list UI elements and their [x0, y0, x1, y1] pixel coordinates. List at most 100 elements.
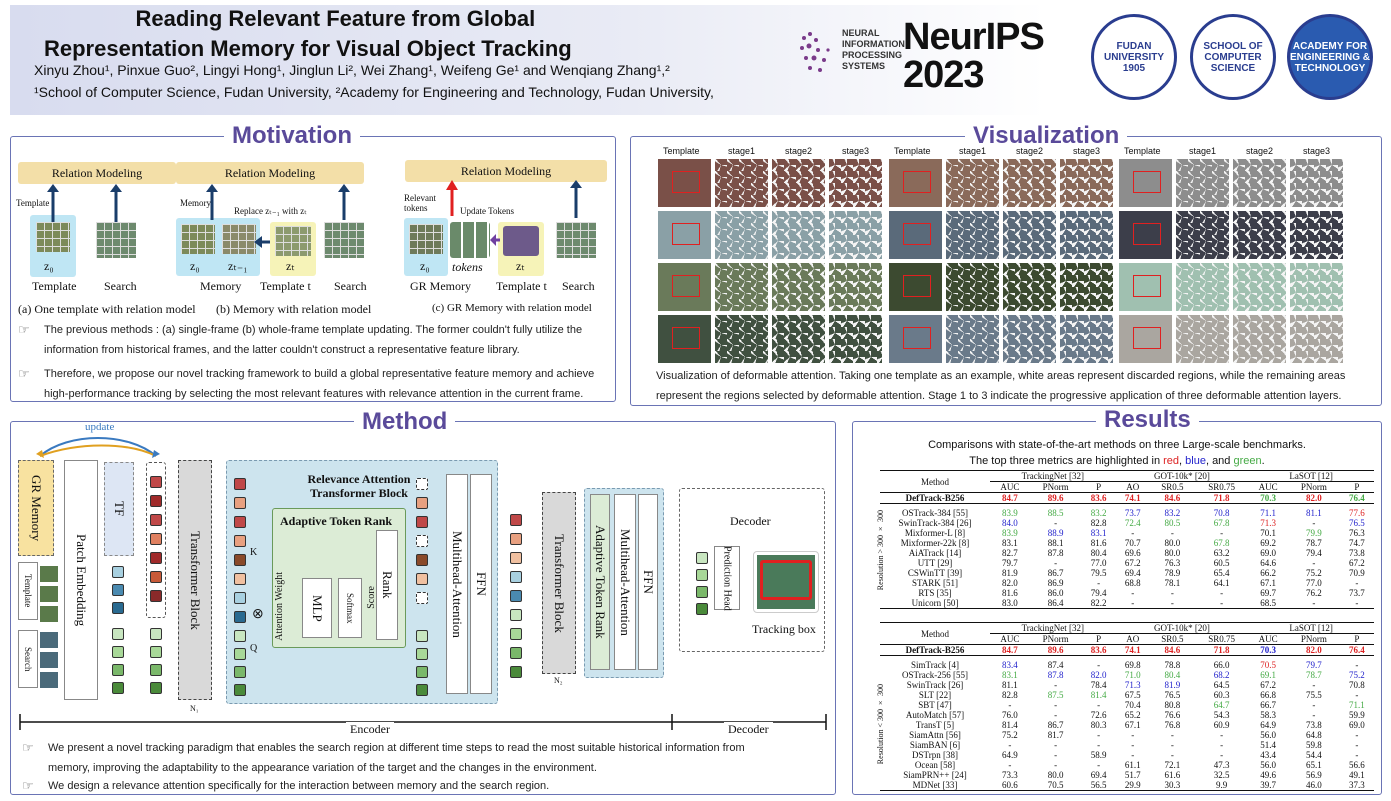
metric-value: -: [1355, 739, 1359, 750]
token: [112, 664, 124, 676]
method-name: Mixformer-22k [8]: [900, 537, 970, 548]
metric-value: 83.2: [1090, 507, 1107, 518]
metric-value: -: [1170, 729, 1174, 740]
metric-header: P: [1081, 633, 1116, 645]
metric-value: 72.6: [1090, 709, 1107, 720]
metric-value: 64.1: [1213, 577, 1230, 588]
vis-stage-image: [1289, 262, 1344, 312]
token: [150, 533, 162, 545]
tracking-box-label: Tracking box: [752, 622, 816, 636]
vis-template-image: [1118, 158, 1173, 208]
token: [510, 552, 522, 564]
gr-memory-image-c: [409, 224, 443, 254]
metric-value: 79.4: [1090, 587, 1107, 598]
vis-template-image: [888, 262, 943, 312]
metric-value: 82.8: [1090, 517, 1107, 528]
method-name: CSWinTT [39]: [907, 567, 963, 578]
metric-value: -: [1097, 729, 1101, 740]
trackingnet-header: TrackingNet [32]: [990, 622, 1116, 634]
method-name: OSTrack-256 [55]: [902, 669, 968, 680]
metric-value: 58.9: [1090, 749, 1107, 760]
metric-value: -: [1054, 709, 1058, 720]
metric-value: 73.8: [1349, 547, 1365, 558]
metric-value: 69.0: [1260, 547, 1276, 558]
token: [416, 648, 428, 660]
metric-value: 49.1: [1349, 769, 1365, 780]
metric-value: 58.3: [1260, 709, 1276, 720]
caption-a: (a) One template with relation model: [18, 302, 196, 316]
metric-value: -: [1355, 597, 1359, 608]
metric-value: 79.4: [1306, 547, 1322, 558]
metric-value: 76.4: [1349, 645, 1365, 655]
token: [416, 592, 428, 604]
metric-value: -: [1097, 577, 1101, 588]
metric-value: 81.6: [1001, 587, 1018, 598]
token: [150, 571, 162, 583]
metric-value: 69.1: [1260, 669, 1276, 680]
vis-column-header: stage1: [728, 146, 756, 156]
template-input: Template: [18, 562, 38, 620]
memory-arrow-label: Memory: [180, 198, 211, 208]
metric-value: 75.2: [1349, 669, 1365, 680]
metric-value: 29.9: [1124, 779, 1141, 790]
template-arrow-label: Template: [16, 198, 50, 208]
vis-stage-image: [1289, 210, 1344, 260]
metric-value: -: [1131, 597, 1135, 608]
metric-value: 61.6: [1164, 769, 1181, 780]
token: [112, 628, 124, 640]
vis-stage-image: [828, 262, 883, 312]
metric-value: -: [1312, 557, 1316, 568]
vis-template-image: [1118, 210, 1173, 260]
poster-title: Reading Relevant Feature from Global Rep…: [44, 4, 572, 64]
input-patch-image: [40, 566, 58, 582]
metric-value: -: [1220, 729, 1224, 740]
vis-target-box: [903, 327, 931, 349]
metric-value: 81.1: [1001, 679, 1018, 690]
metric-value: 74.1: [1124, 493, 1141, 503]
vis-target-box: [903, 275, 931, 297]
metric-header: AUC: [990, 633, 1030, 645]
metric-value: 83.1: [1001, 537, 1018, 548]
metric-header: PNorm: [1287, 481, 1340, 493]
method-name: MDNet [33]: [912, 779, 958, 790]
vis-stage-image: [1289, 314, 1344, 364]
token: [416, 666, 428, 678]
token: [234, 684, 246, 696]
input-patch-image: [40, 632, 58, 648]
z0-label-a: z₀: [44, 259, 54, 273]
metric-value: 81.6: [1090, 537, 1107, 548]
update-label: update: [85, 421, 115, 433]
zt-label-c: zₜ: [516, 259, 525, 273]
method-name: SwinTrack-384 [26]: [898, 517, 972, 528]
metric-value: 79.7: [1306, 659, 1322, 670]
metric-value: -: [1097, 659, 1101, 670]
token-grid-c: [450, 222, 490, 258]
metric-value: 80.0: [1164, 537, 1181, 548]
nips-logo-icon: [800, 32, 830, 72]
metric-value: 60.5: [1213, 557, 1230, 568]
metric-header: PNorm: [1287, 633, 1340, 645]
metric-value: 47.3: [1213, 759, 1230, 770]
resolution-label-1: Resolution > 300 × 300: [876, 510, 885, 591]
vis-column-header: stage2: [1016, 146, 1044, 156]
vis-target-box: [1133, 171, 1161, 193]
metric-value: -: [1170, 587, 1174, 598]
method-name: Unicorn [50]: [911, 597, 959, 608]
token: [150, 590, 162, 602]
token: [416, 535, 428, 547]
token: [234, 648, 246, 660]
vis-template-image: [657, 158, 712, 208]
metric-header: AO: [1115, 481, 1150, 493]
metric-value: 79.9: [1306, 527, 1322, 538]
metric-value: 77.0: [1090, 557, 1107, 568]
vis-column-header: stage1: [959, 146, 987, 156]
token: [150, 514, 162, 526]
vis-stage-image: [1059, 262, 1114, 312]
vis-template-image: [1118, 262, 1173, 312]
update-arrow-icon: [36, 437, 160, 458]
